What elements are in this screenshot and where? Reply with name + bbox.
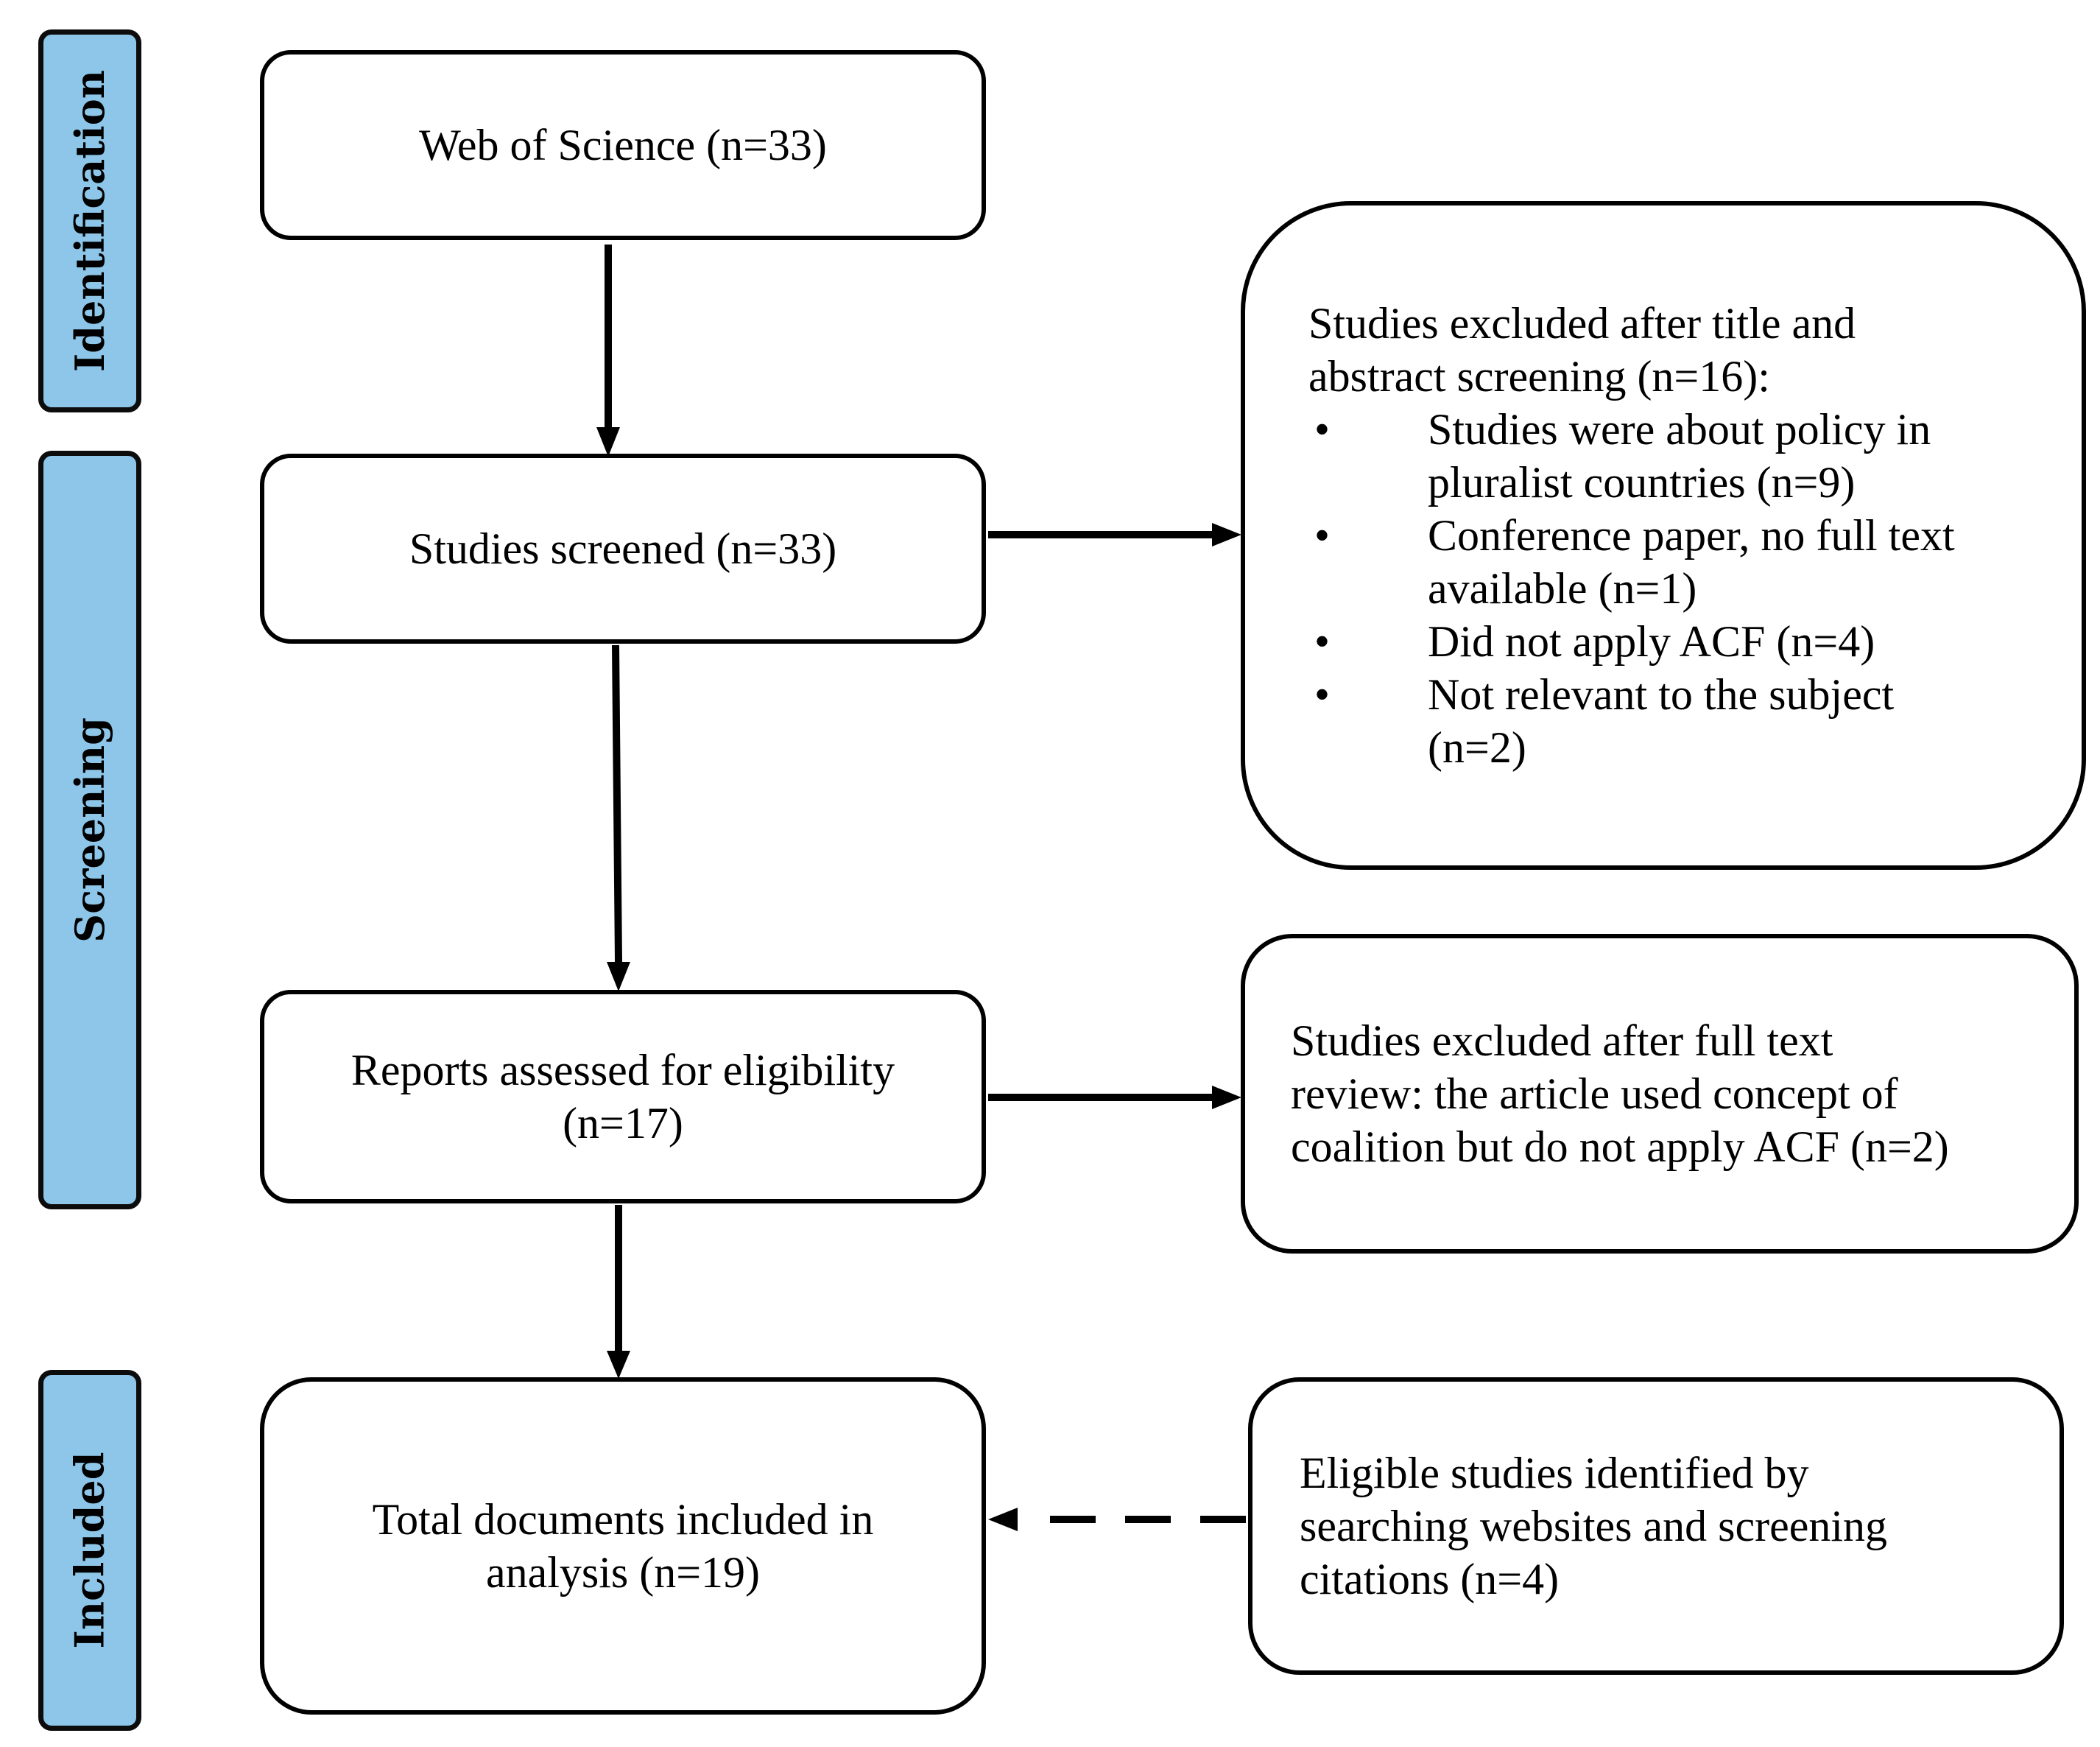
stage-label-included: Included	[38, 1370, 141, 1731]
reports-assessed-line1: Reports assessed for eligibility	[350, 1046, 895, 1094]
exclusion-reason-line2: pluralist countries (n=9)	[1428, 458, 1856, 507]
box-total-included: Total documents included in analysis (n=…	[260, 1377, 986, 1715]
arrowhead-web-to-screened	[596, 427, 620, 457]
box-studies-screened: Studies screened (n=33)	[260, 454, 986, 644]
stage-label-identification: Identification	[38, 29, 141, 412]
exclusion-reason-line1: Studies were about policy in	[1428, 405, 1931, 454]
excluded-fulltext-line1: Studies excluded after full text	[1291, 1016, 1833, 1065]
other-sources-line1: Eligible studies identified by	[1300, 1449, 1809, 1497]
other-sources-line2: searching websites and screening	[1300, 1502, 1888, 1550]
exclusion-reason-item: • Conference paper, no full text availab…	[1308, 509, 2052, 615]
box-excluded-after-full-text: Studies excluded after full text review:…	[1241, 934, 2079, 1254]
exclusion-reason-line1: Conference paper, no full text	[1428, 511, 1955, 560]
excluded-screening-heading-line2: abstract screening (n=16):	[1308, 352, 1770, 401]
studies-screened-text: Studies screened (n=33)	[409, 524, 837, 573]
reports-assessed-line2: (n=17)	[563, 1099, 683, 1147]
exclusion-reason-item: • Not relevant to the subject (n=2)	[1308, 668, 2052, 774]
arrowhead-screened-to-excluded	[1212, 523, 1241, 546]
bullet-icon: •	[1314, 670, 1331, 719]
exclusion-reason-item: • Studies were about policy in pluralist…	[1308, 403, 2052, 509]
box-other-sources: Eligible studies identified by searching…	[1248, 1377, 2064, 1675]
bullet-icon: •	[1314, 511, 1331, 560]
stage-label-screening: Screening	[38, 451, 141, 1209]
exclusion-reason-item: • Did not apply ACF (n=4)	[1308, 615, 2052, 668]
box-excluded-after-screening: Studies excluded after title and abstrac…	[1241, 201, 2086, 870]
bullet-icon: •	[1314, 617, 1331, 666]
exclusion-reason-line1: Did not apply ACF (n=4)	[1428, 617, 1875, 666]
other-sources-line3: citations (n=4)	[1300, 1555, 1560, 1603]
excluded-fulltext-line2: review: the article used concept of	[1291, 1069, 1898, 1118]
exclusion-reason-line1: Not relevant to the subject	[1428, 670, 1895, 719]
arrowhead-screened-to-reports	[607, 962, 630, 991]
exclusion-reason-list: • Studies were about policy in pluralist…	[1308, 403, 2052, 774]
arrowhead-other-sources-to-included	[988, 1508, 1018, 1531]
box-reports-assessed: Reports assessed for eligibility (n=17)	[260, 990, 986, 1203]
total-included-line2: analysis (n=19)	[485, 1548, 761, 1597]
box-web-of-science: Web of Science (n=33)	[260, 50, 986, 240]
total-included-line1: Total documents included in	[372, 1495, 874, 1544]
web-of-science-text: Web of Science (n=33)	[419, 121, 827, 169]
arrowhead-reports-to-excluded-fulltext	[1212, 1086, 1241, 1109]
arrowhead-reports-to-included	[607, 1351, 630, 1379]
exclusion-reason-line2: (n=2)	[1428, 723, 1526, 772]
arrow-screened-to-reports	[612, 644, 622, 963]
excluded-screening-heading-line1: Studies excluded after title and	[1308, 299, 1856, 348]
excluded-fulltext-line3: coalition but do not apply ACF (n=2)	[1291, 1122, 1949, 1171]
exclusion-reason-line2: available (n=1)	[1428, 564, 1697, 613]
bullet-icon: •	[1314, 405, 1331, 454]
